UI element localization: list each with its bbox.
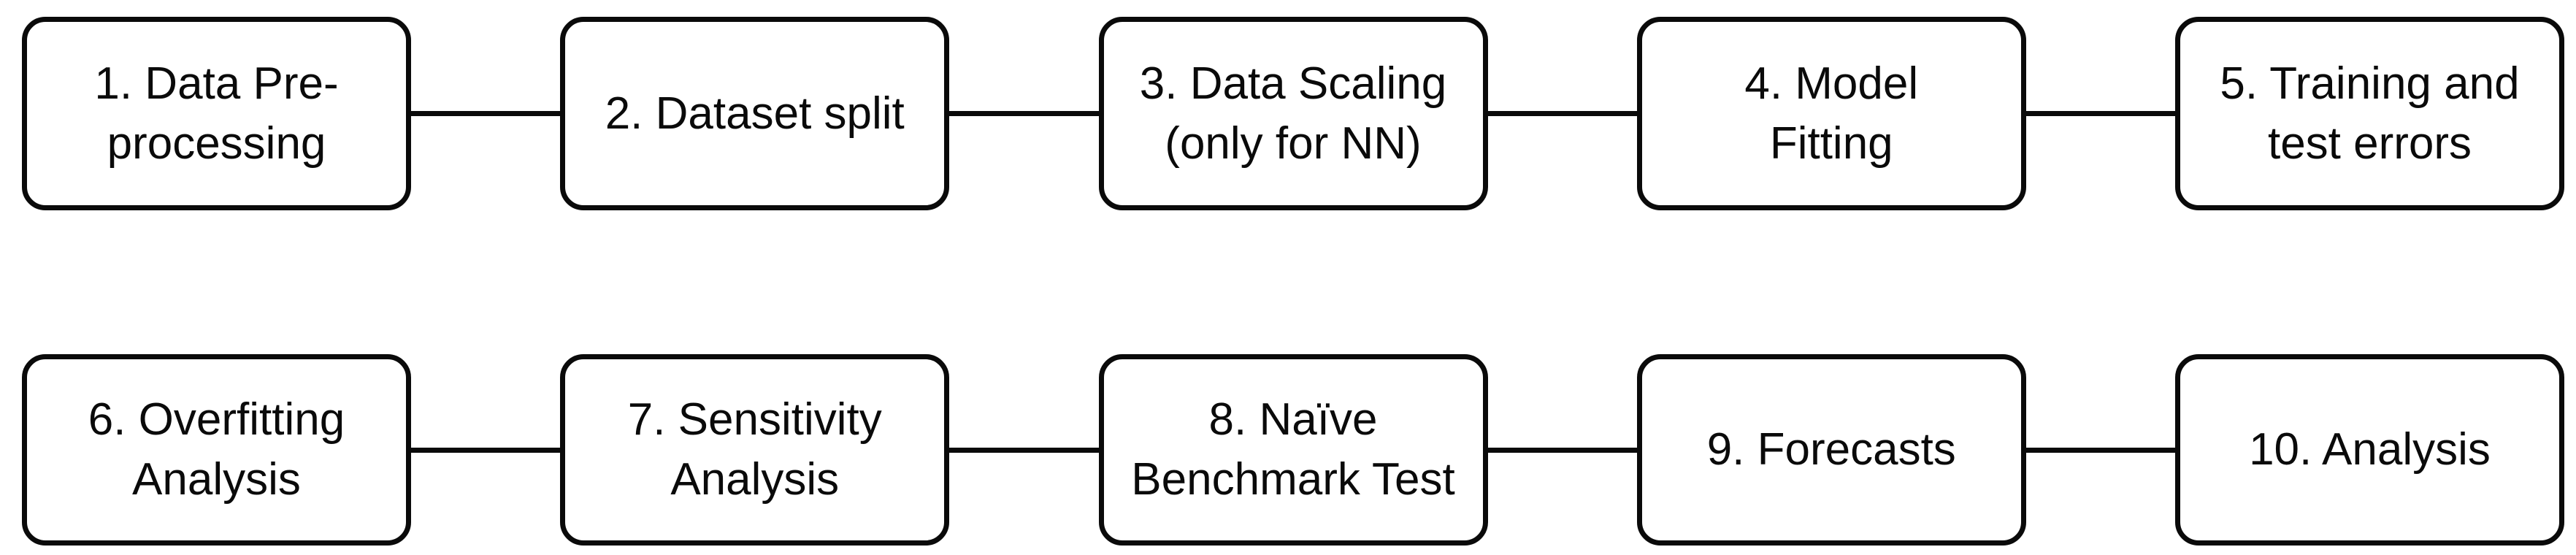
connector-4-5 xyxy=(2023,111,2177,116)
connector-7-8 xyxy=(947,447,1101,453)
flow-step-4-label: 4. Model Fitting xyxy=(1744,58,1919,169)
flow-step-5-label: 5. Training and test errors xyxy=(2220,58,2520,169)
flow-step-4: 4. Model Fitting xyxy=(1636,17,2026,210)
connector-3-4 xyxy=(1485,111,1639,116)
flow-step-3-label: 3. Data Scaling (only for NN) xyxy=(1139,58,1447,169)
flow-step-9: 9. Forecasts xyxy=(1636,354,2026,546)
flow-step-9-label: 9. Forecasts xyxy=(1706,424,1956,475)
flow-row-1: 1. Data Pre- processing 2. Dataset split… xyxy=(22,17,2564,210)
flow-row-2: 6. Overfitting Analysis 7. Sensitivity A… xyxy=(22,354,2564,546)
flow-step-10-label: 10. Analysis xyxy=(2249,424,2491,475)
connector-2-3 xyxy=(947,111,1101,116)
connector-1-2 xyxy=(409,111,563,116)
flow-step-3: 3. Data Scaling (only for NN) xyxy=(1098,17,1488,210)
connector-6-7 xyxy=(409,447,563,453)
flow-step-5: 5. Training and test errors xyxy=(2175,17,2564,210)
flow-step-2-label: 2. Dataset split xyxy=(605,88,905,139)
flow-step-8: 8. Naïve Benchmark Test xyxy=(1098,354,1488,546)
flow-step-10: 10. Analysis xyxy=(2175,354,2564,546)
flow-step-7: 7. Sensitivity Analysis xyxy=(560,354,950,546)
flow-step-6: 6. Overfitting Analysis xyxy=(22,354,411,546)
flow-step-7-label: 7. Sensitivity Analysis xyxy=(627,394,882,505)
flow-step-1-label: 1. Data Pre- processing xyxy=(94,58,339,169)
connector-8-9 xyxy=(1485,447,1639,453)
flow-step-1: 1. Data Pre- processing xyxy=(22,17,411,210)
connector-9-10 xyxy=(2023,447,2177,453)
flow-step-6-label: 6. Overfitting Analysis xyxy=(88,394,345,505)
flow-step-8-label: 8. Naïve Benchmark Test xyxy=(1131,394,1455,505)
flow-step-2: 2. Dataset split xyxy=(560,17,950,210)
